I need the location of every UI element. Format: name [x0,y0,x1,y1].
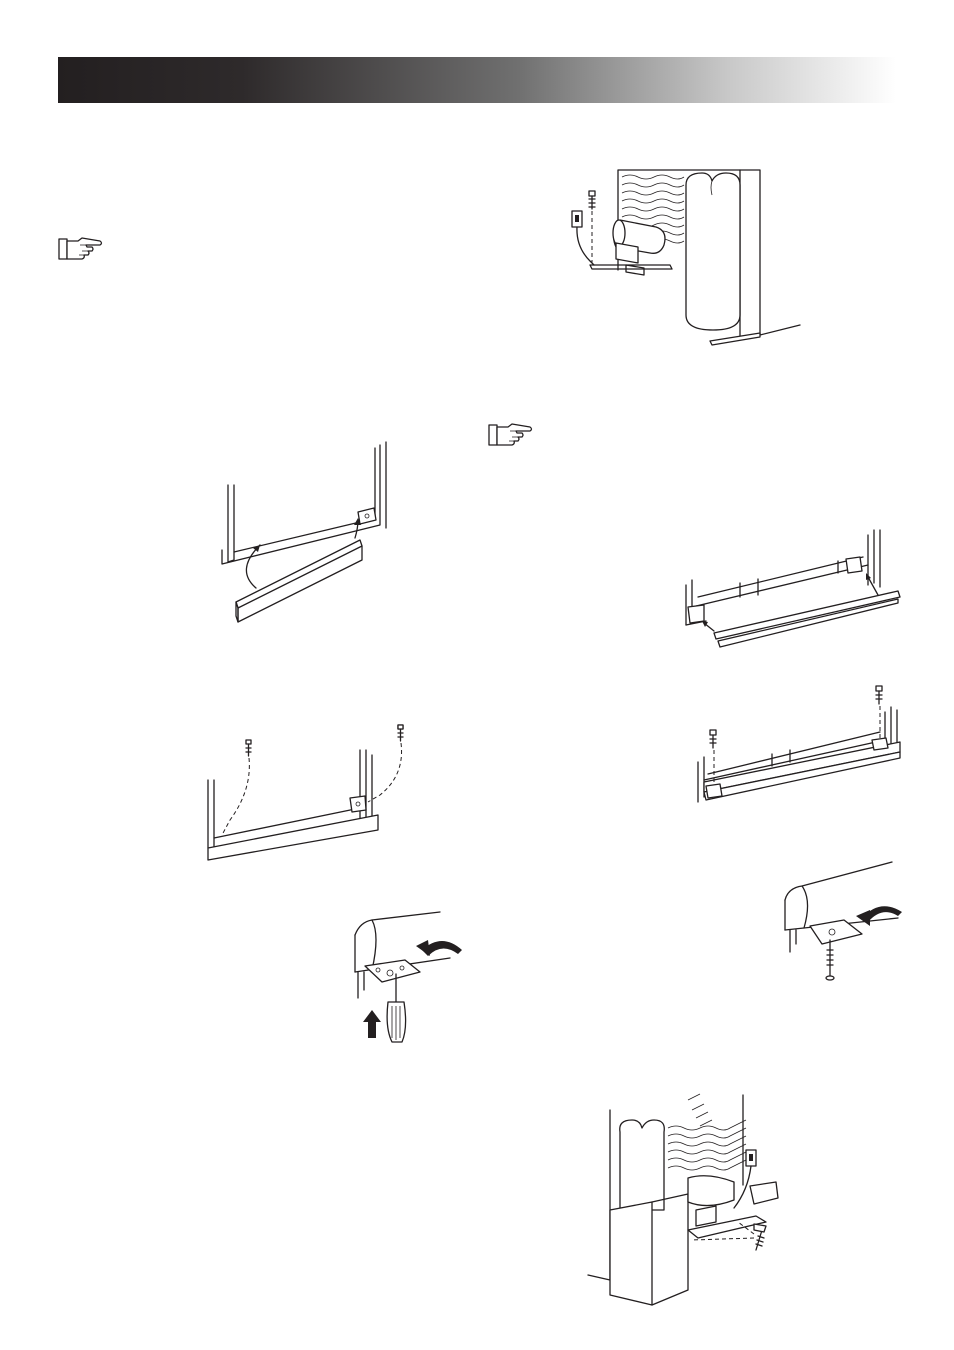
pointing-hand-icon [488,423,534,452]
right-rail-screw-fastening [690,682,905,812]
lower-rail-fitting [210,440,390,625]
back-drain-cable-assembly [560,165,805,365]
side-panel-screw-fastening [588,1090,788,1315]
bracket-screwdriver-fastening [350,910,465,1050]
header-bar [58,57,896,103]
rail-screw-fastening [200,720,390,865]
pointing-hand-icon [58,237,104,266]
right-bracket-screw-fastening [780,860,905,985]
right-rail-fitting [678,525,903,655]
